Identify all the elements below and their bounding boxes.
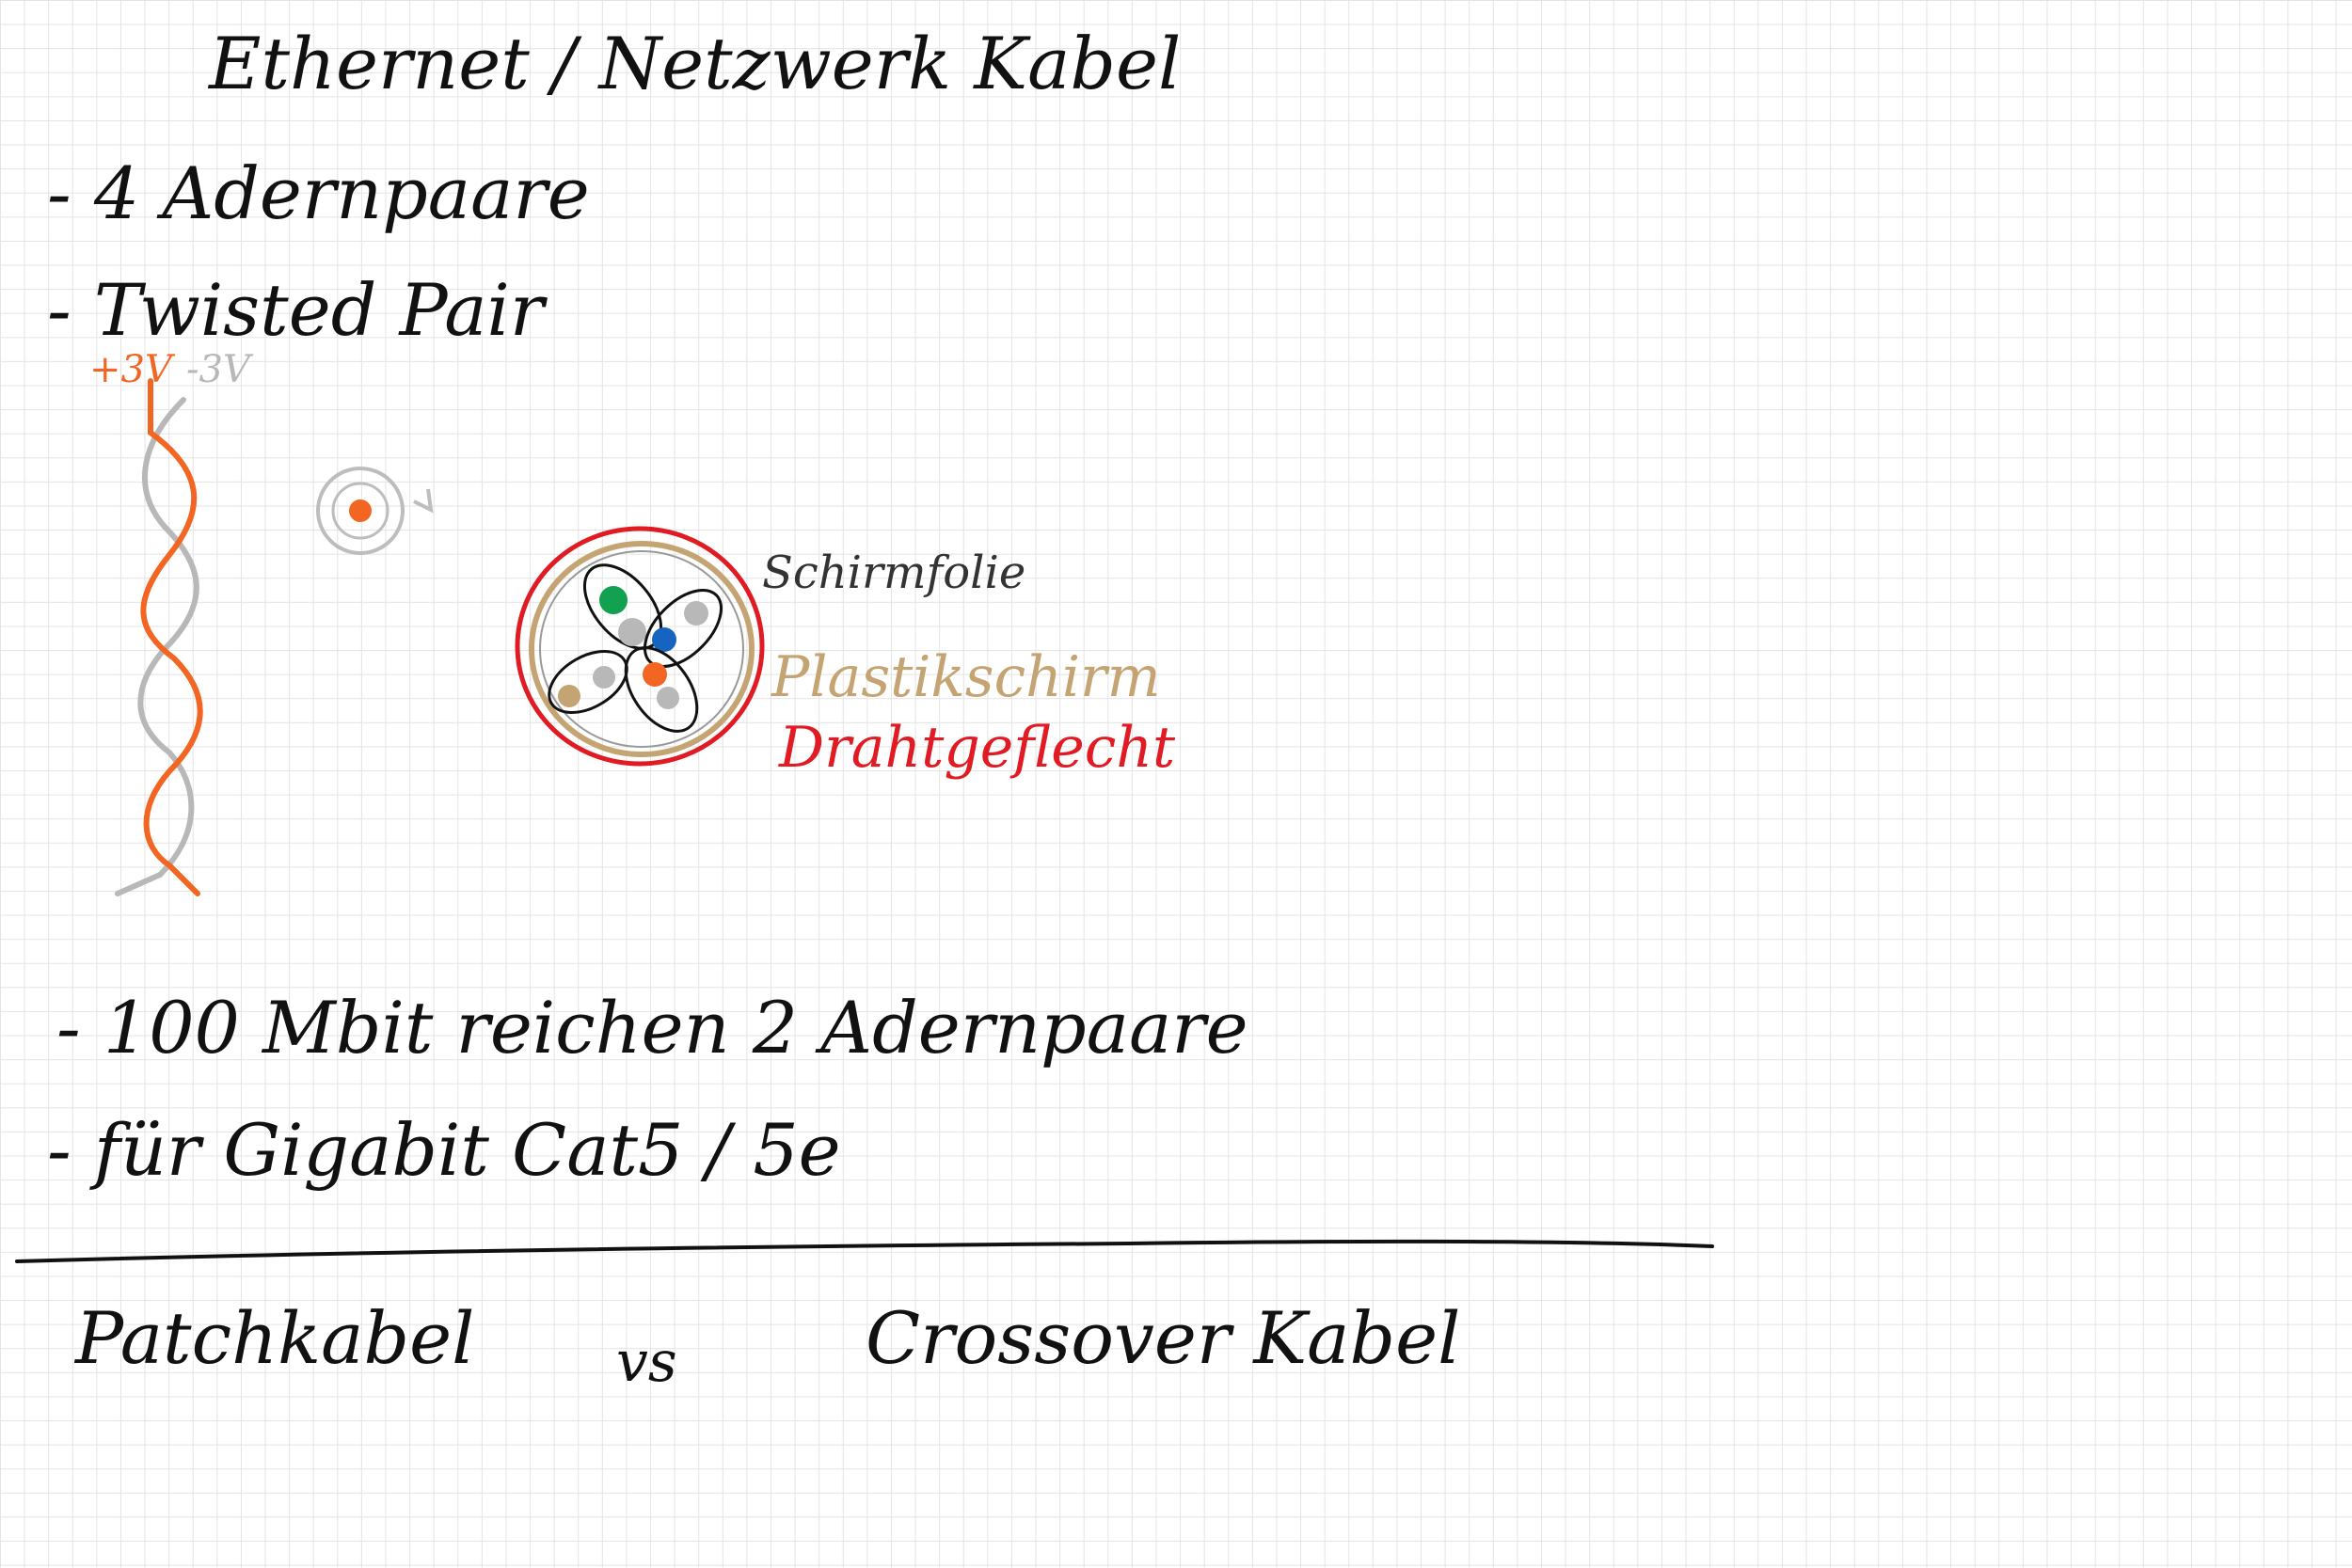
cable-cross-section xyxy=(515,526,765,767)
orange-wire xyxy=(140,378,203,896)
braid-layer xyxy=(515,526,765,767)
signal-dot xyxy=(349,499,372,522)
separator-line xyxy=(15,1239,1714,1263)
bullet-100mbit: - 100 Mbit reichen 2 Adernpaare xyxy=(56,986,1248,1069)
vs-label: vs xyxy=(616,1329,677,1395)
pair-tan-gray xyxy=(548,650,628,714)
rotation-icon xyxy=(316,467,434,555)
foil-layer xyxy=(539,550,744,748)
twisted-pair-drawing xyxy=(115,378,203,896)
patchkabel-label: Patchkabel xyxy=(75,1296,475,1380)
plastic-layer xyxy=(529,541,755,757)
label-braid: Drahtgeflecht xyxy=(779,715,1176,781)
crossover-label: Crossover Kabel xyxy=(866,1296,1461,1380)
wire-label-minus: -3V xyxy=(186,348,250,391)
bullet-adernpaare: - 4 Adernpaare xyxy=(47,151,590,235)
label-foil: Schirmfolie xyxy=(762,546,1026,599)
bullet-twisted-pair: - Twisted Pair xyxy=(47,268,545,352)
wire-label-plus: +3V xyxy=(89,348,172,391)
label-plastic: Plastikschirm xyxy=(771,644,1161,710)
bullet-gigabit: - für Gigabit Cat5 / 5e xyxy=(47,1108,841,1192)
page-title: Ethernet / Netzwerk Kabel xyxy=(209,22,1182,105)
pair-orange-gray xyxy=(624,646,699,733)
pair-gray-blue xyxy=(643,588,723,669)
